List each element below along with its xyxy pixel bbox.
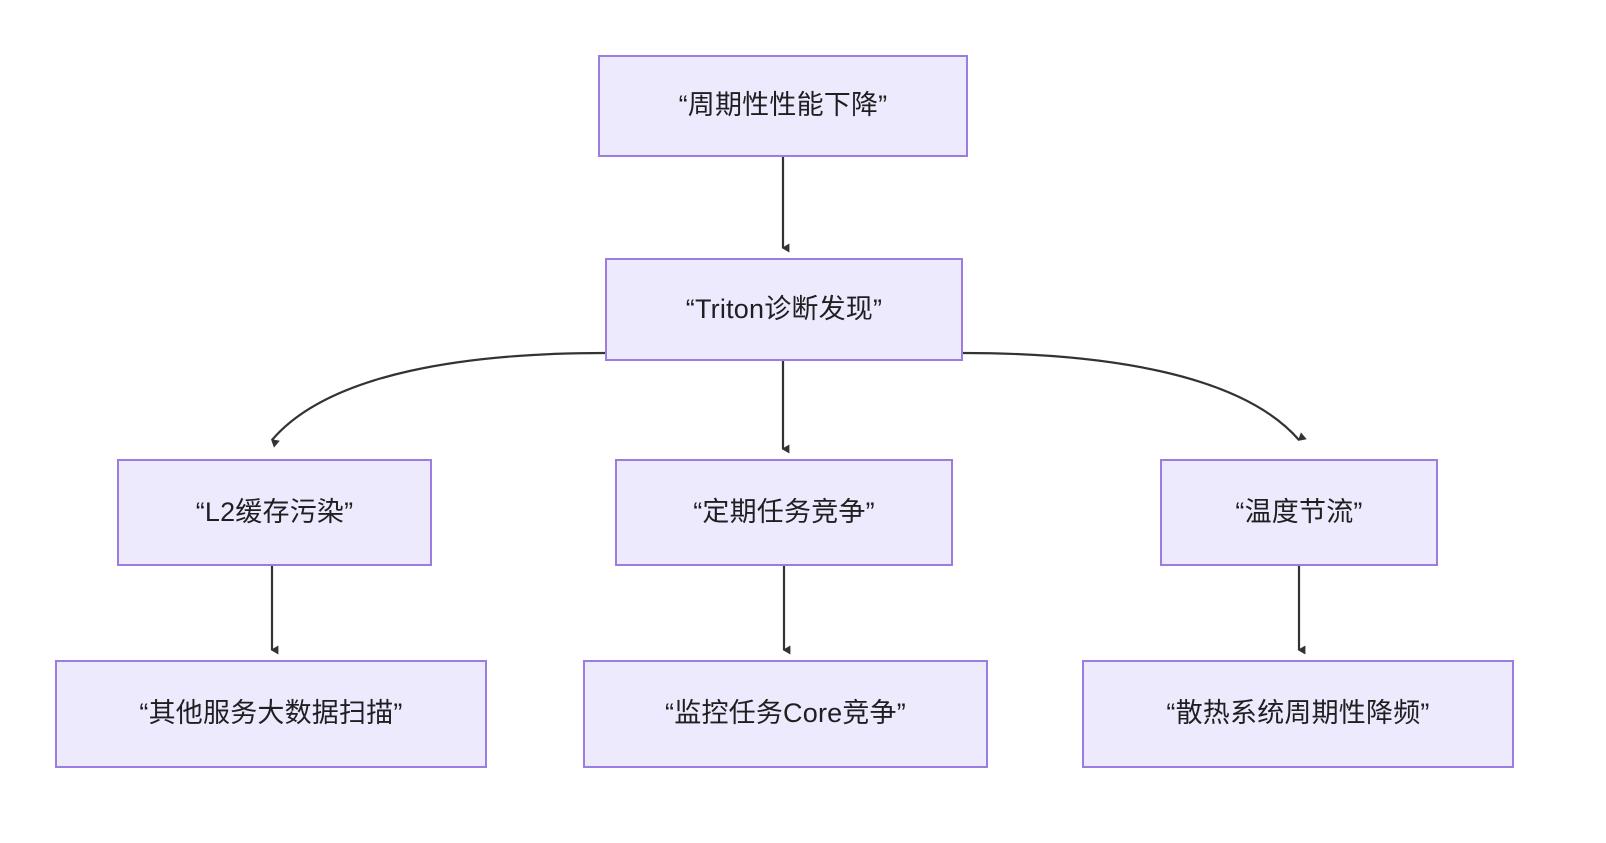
edge-diagnosis-to-l2 [270, 351, 606, 448]
node-label: “Triton诊断发现” [685, 293, 883, 324]
edge-diagnosis-to-thermal [962, 351, 1307, 441]
node-l2-cache-pollution[interactable]: “L2缓存污染” [117, 459, 432, 566]
node-label: “定期任务竞争” [693, 496, 875, 527]
node-other-service-bigdata-scan[interactable]: “其他服务大数据扫描” [55, 660, 487, 768]
node-monitor-task-core-contention[interactable]: “监控任务Core竞争” [583, 660, 988, 768]
node-label: “温度节流” [1235, 496, 1363, 527]
node-cooling-system-periodic-downclock[interactable]: “散热系统周期性降频” [1082, 660, 1514, 768]
node-label: “散热系统周期性降频” [1166, 698, 1430, 729]
node-label: “其他服务大数据扫描” [139, 698, 403, 729]
node-label: “监控任务Core竞争” [665, 698, 906, 729]
node-label: “周期性性能下降” [678, 90, 888, 121]
node-triton-diagnosis-finding[interactable]: “Triton诊断发现” [605, 258, 963, 361]
node-label: “L2缓存污染” [195, 496, 354, 527]
node-periodic-task-contention[interactable]: “定期任务竞争” [615, 459, 953, 566]
node-periodic-performance-drop[interactable]: “周期性性能下降” [598, 55, 968, 157]
node-thermal-throttling[interactable]: “温度节流” [1160, 459, 1438, 566]
